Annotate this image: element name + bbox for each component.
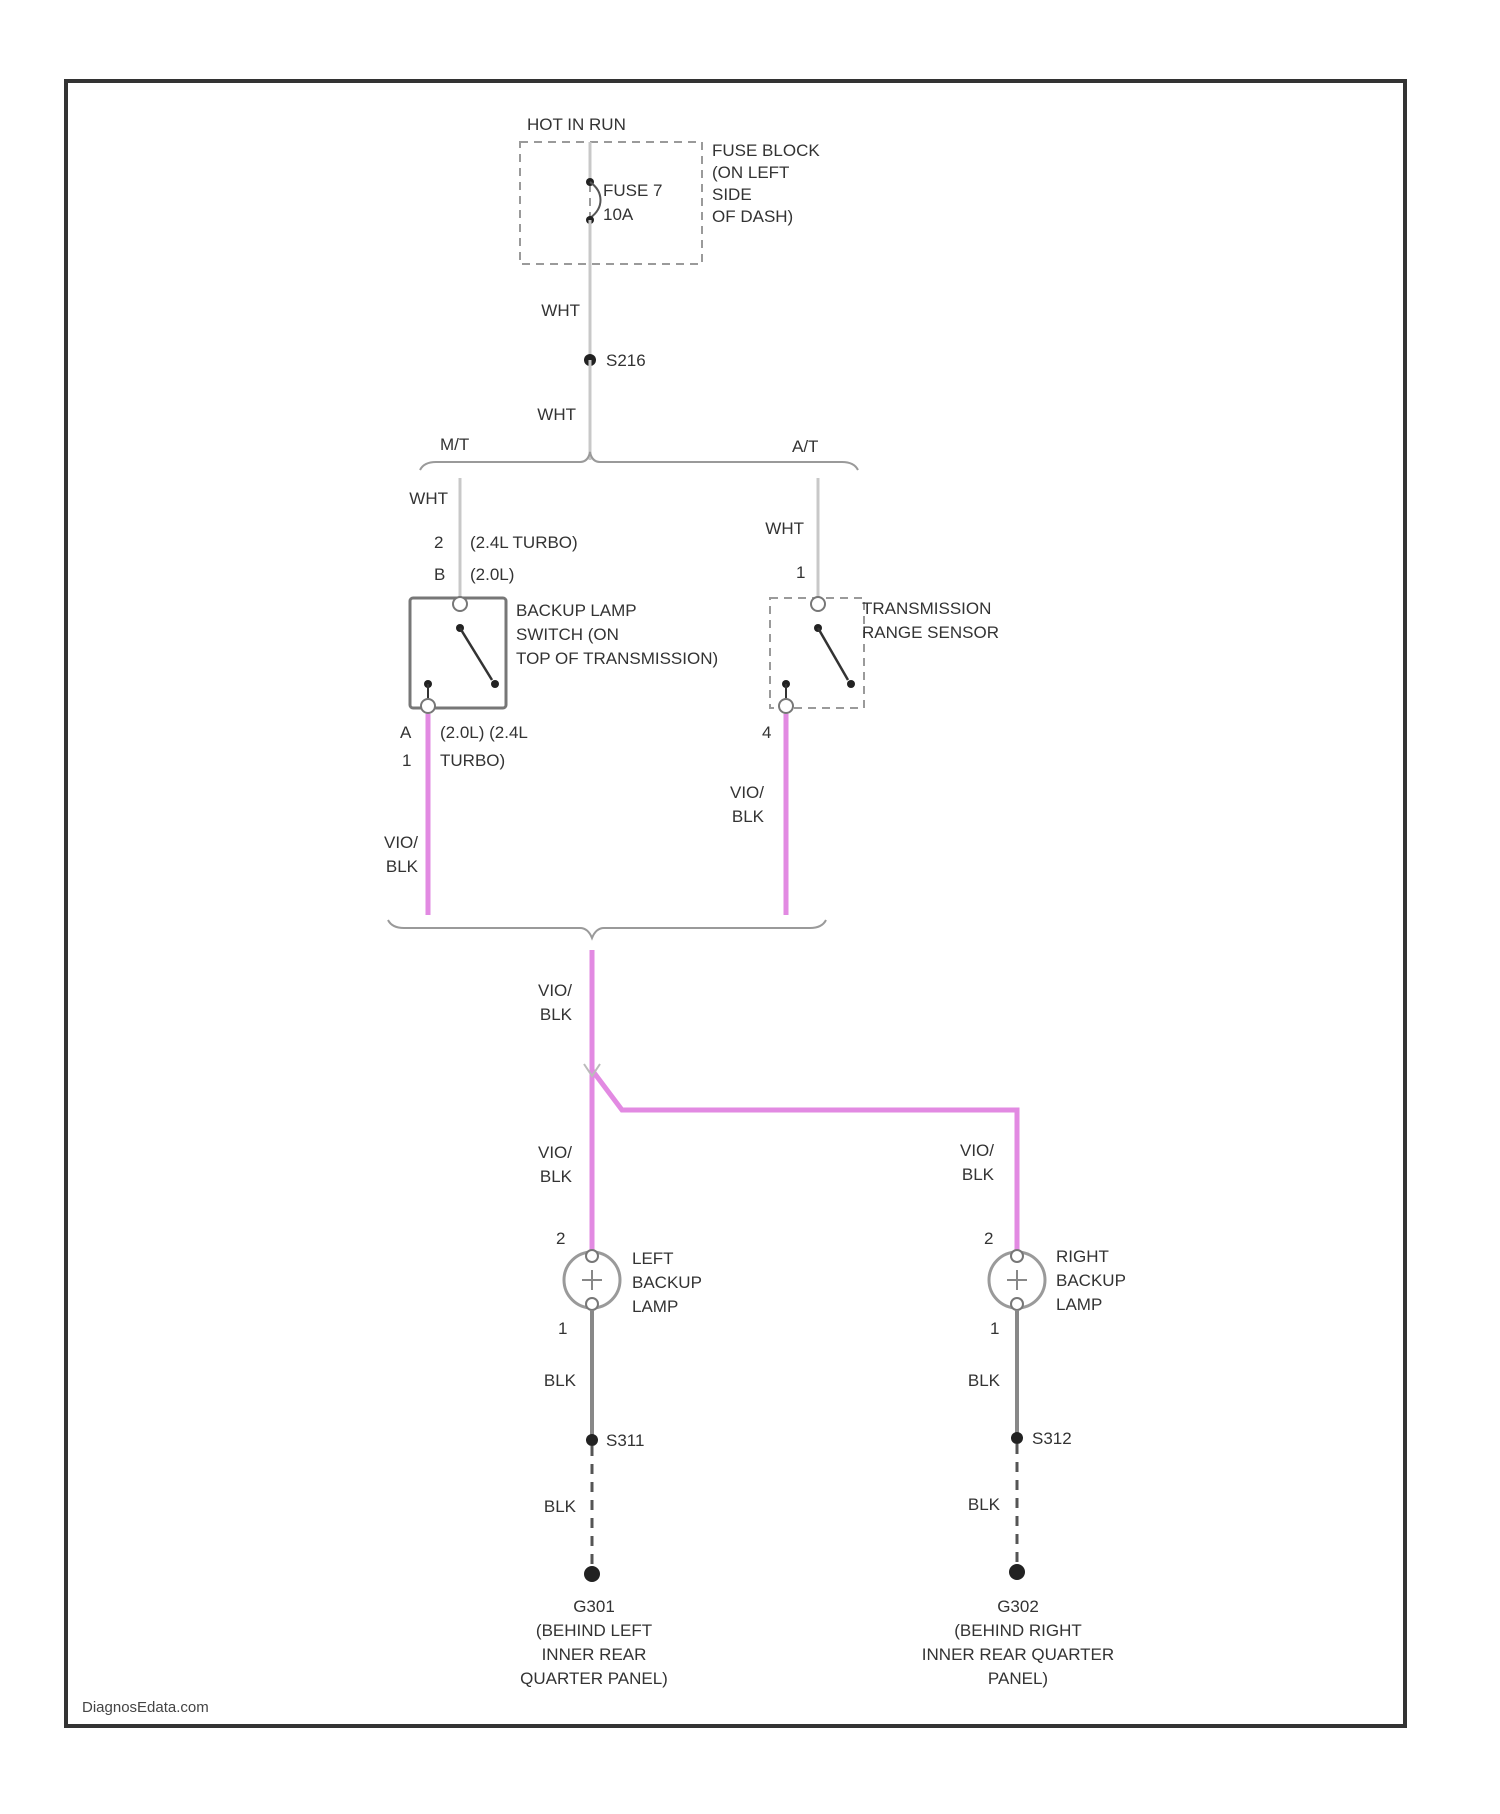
sensor-pin-bot: 4 [762,723,771,742]
switch-pin-bot-2: 1 [402,751,411,770]
sensor-pin-top: 1 [796,563,805,582]
blk-label-left-2: BLK [544,1497,577,1516]
wht-label-at: WHT [765,519,804,538]
ground-g302-desc-3: PANEL) [988,1669,1048,1688]
ground-g301-desc-1: (BEHIND LEFT [536,1621,652,1640]
ground-g301-desc-2: INNER REAR [542,1645,647,1664]
range-sensor-label-1: TRANSMISSION [862,599,991,618]
right-lamp-connector-bottom [1011,1298,1023,1310]
hot-in-run-label: HOT IN RUN [527,115,626,134]
vio-blk-label-common-1: VIO/ [538,981,572,1000]
backup-switch-label-2: SWITCH (ON [516,625,619,644]
vio-blk-wire-to-right-lamp [592,1070,1017,1250]
ground-g302-desc-2: INNER REAR QUARTER [922,1645,1114,1664]
left-lamp-label-1: LEFT [632,1249,674,1268]
option-brace-bottom [388,920,826,938]
watermark: DiagnosEdata.com [82,1699,209,1716]
sensor-connector-top [811,597,825,611]
left-lamp-label-2: BACKUP [632,1273,702,1292]
switch-connector-bottom [421,699,435,713]
diagram-frame [66,81,1405,1726]
left-lamp-pin-bot: 1 [558,1319,567,1338]
backup-lamp-switch-body [410,598,506,708]
ground-g302-node [1009,1564,1025,1580]
switch-pin-top-2-note: (2.0L) [470,565,514,584]
blk-label-right-2: BLK [968,1495,1001,1514]
vio-blk-label-at-1: VIO/ [730,783,764,802]
fuse-block-label-4: OF DASH) [712,207,793,226]
fuse-name: FUSE 7 [603,181,663,200]
vio-blk-label-left-1: VIO/ [538,1143,572,1162]
right-lamp-label-3: LAMP [1056,1295,1102,1314]
vio-blk-label-mt-1: VIO/ [384,833,418,852]
switch-contact-right [491,680,499,688]
splice-s312-node [1011,1432,1023,1444]
ground-g301-id: G301 [573,1597,615,1616]
switch-pin-top-1-note: (2.4L TURBO) [470,533,578,552]
sensor-blade [818,628,848,680]
right-lamp-pin-bot: 1 [990,1319,999,1338]
wht-label-mt: WHT [409,489,448,508]
ground-g302-id: G302 [997,1597,1039,1616]
splice-s311-label: S311 [606,1431,644,1450]
branch-at-label: A/T [792,437,818,456]
fuse-block-outline [520,142,702,264]
splice-s311-node [586,1434,598,1446]
fuse-rating: 10A [603,205,634,224]
ground-g302-desc-1: (BEHIND RIGHT [954,1621,1082,1640]
right-lamp-label-1: RIGHT [1056,1247,1109,1266]
branch-mt-label: M/T [440,435,469,454]
backup-switch-label-1: BACKUP LAMP [516,601,637,620]
left-lamp-connector-top [586,1250,598,1262]
right-lamp-pin-top: 2 [984,1229,993,1248]
splice-s216-label: S216 [606,351,646,370]
fuse-block-label-2: (ON LEFT [712,163,789,182]
backup-switch-label-3: TOP OF TRANSMISSION) [516,649,718,668]
vio-blk-label-left-2: BLK [540,1167,573,1186]
blk-label-left-1: BLK [544,1371,577,1390]
switch-pin-bot-2-note: TURBO) [440,751,505,770]
right-lamp-label-2: BACKUP [1056,1271,1126,1290]
fuse-7-symbol [590,182,601,218]
sensor-contact-right [847,680,855,688]
switch-blade [460,628,492,680]
switch-connector-top [453,597,467,611]
left-lamp-label-3: LAMP [632,1297,678,1316]
sensor-connector-bottom [779,699,793,713]
range-sensor-label-2: RANGE SENSOR [862,623,999,642]
wht-label-1: WHT [541,301,580,320]
ground-g301-node [584,1566,600,1582]
vio-blk-label-common-2: BLK [540,1005,573,1024]
left-lamp-connector-bottom [586,1298,598,1310]
vio-blk-label-at-2: BLK [732,807,765,826]
ground-g301-desc-3: QUARTER PANEL) [520,1669,668,1688]
vio-blk-label-right-2: BLK [962,1165,995,1184]
switch-pin-top-1: 2 [434,533,443,552]
right-lamp-connector-top [1011,1250,1023,1262]
vio-blk-label-right-1: VIO/ [960,1141,994,1160]
vio-blk-label-mt-2: BLK [386,857,419,876]
splice-s312-label: S312 [1032,1429,1072,1448]
fuse-block-label-1: FUSE BLOCK [712,141,820,160]
switch-pin-bot-1: A [400,723,412,742]
switch-pin-bot-1-note: (2.0L) (2.4L [440,723,528,742]
switch-pin-top-2: B [434,565,445,584]
fuse-block-label-3: SIDE [712,185,752,204]
left-lamp-pin-top: 2 [556,1229,565,1248]
wht-label-2: WHT [537,405,576,424]
range-sensor-body [770,598,864,708]
blk-label-right-1: BLK [968,1371,1001,1390]
